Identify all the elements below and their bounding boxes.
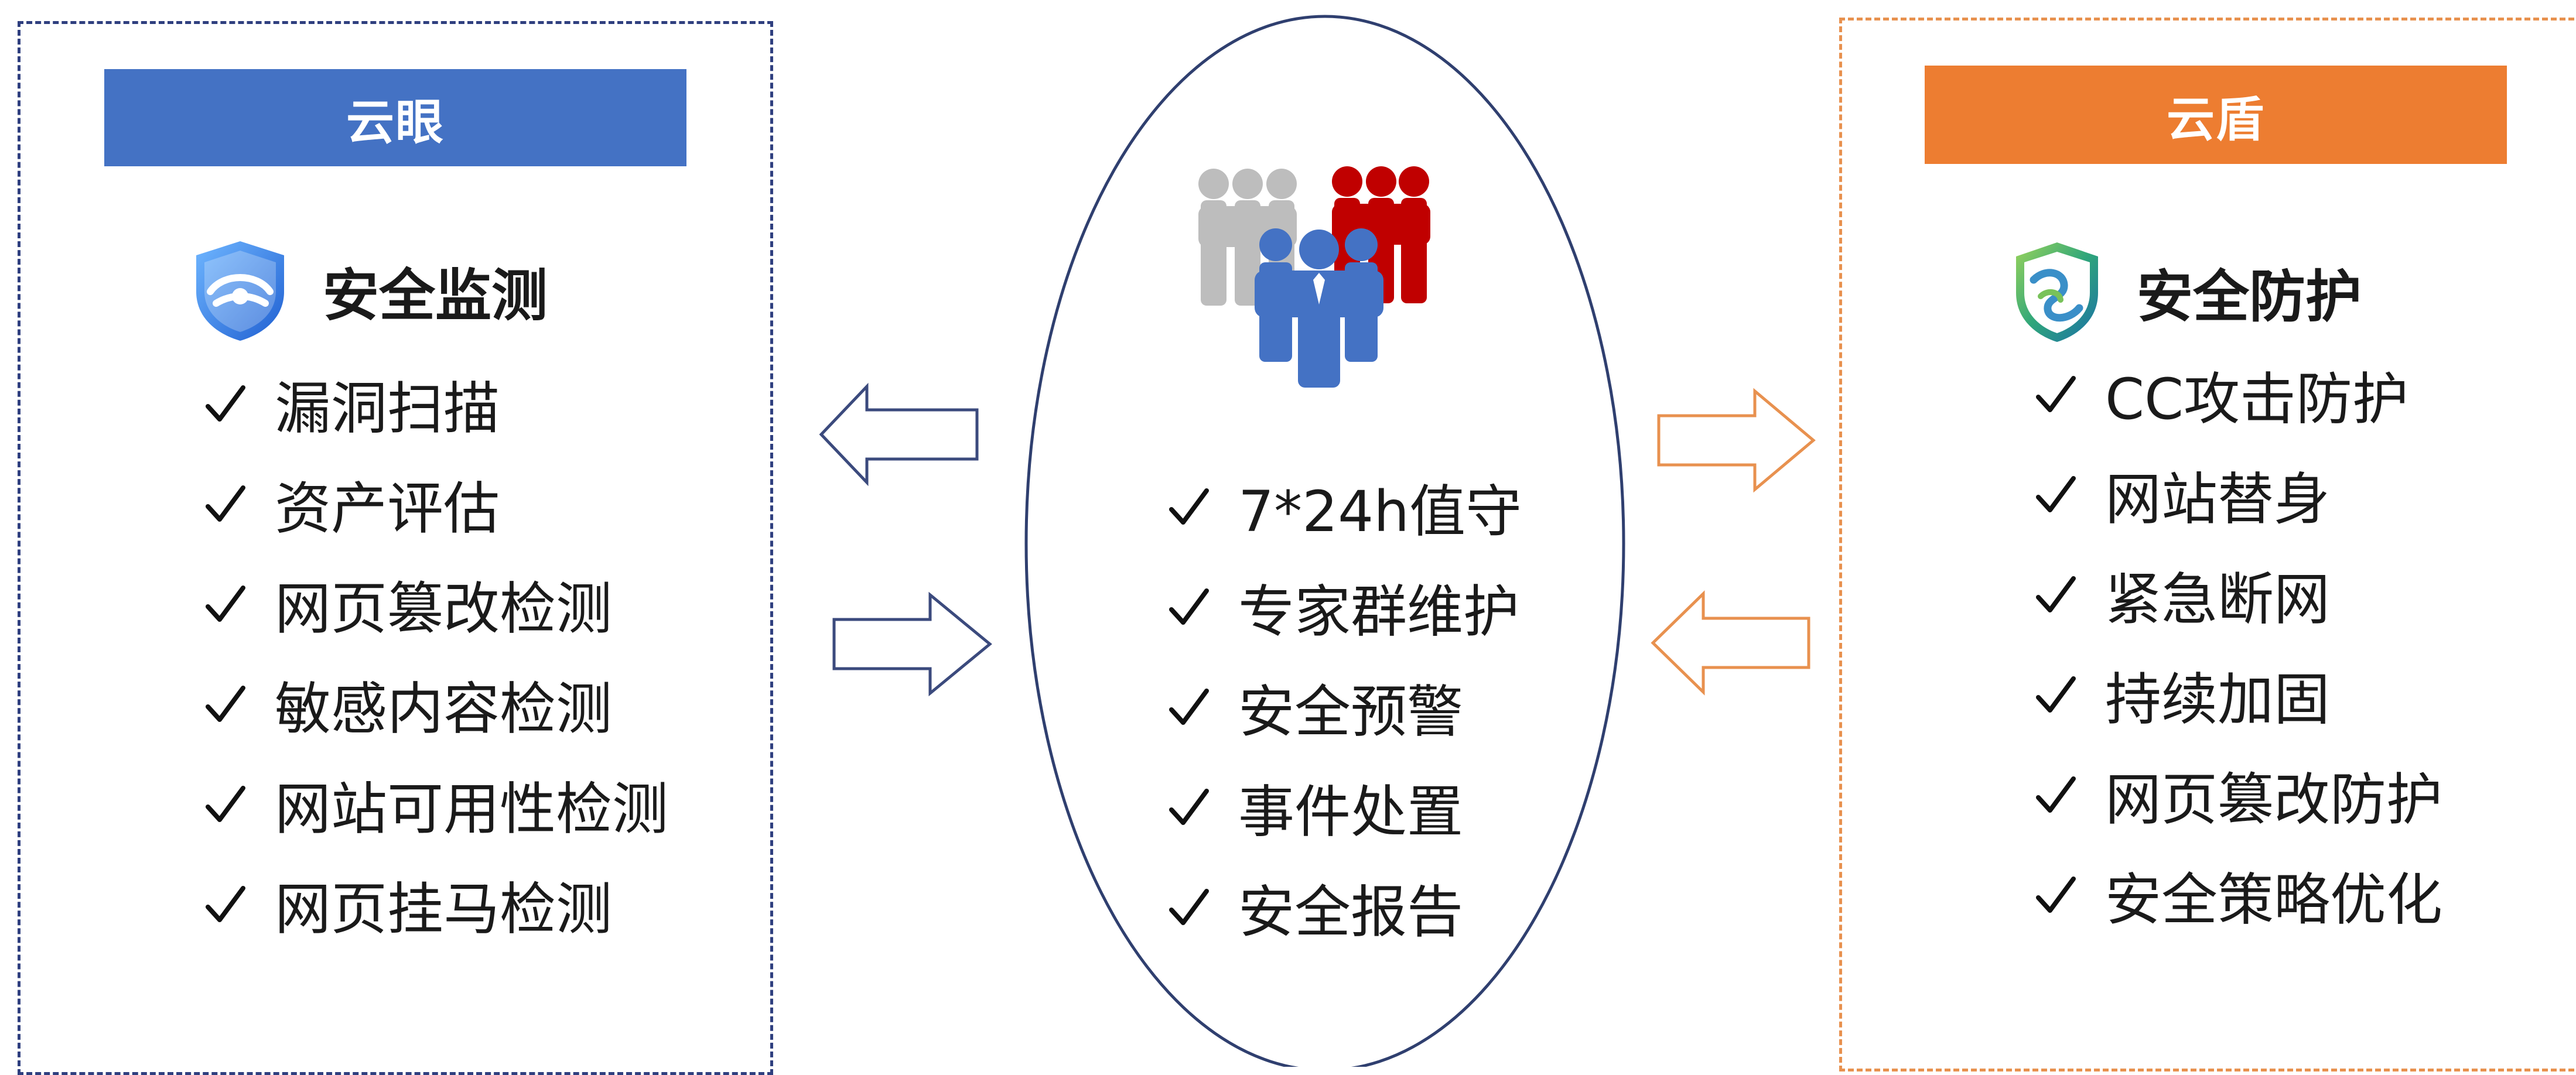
checkmark-icon <box>2036 475 2076 512</box>
list-item: 持续加固 <box>2032 645 2442 745</box>
list-item: CC攻击防护 <box>2032 344 2442 444</box>
list-item: 敏感内容检测 <box>202 654 668 754</box>
list-item-label: 安全报告 <box>1238 879 1463 945</box>
left-banner: 云眼 <box>104 69 686 166</box>
list-item: 漏洞扫描 <box>202 354 668 454</box>
list-item-label: 事件处置 <box>1238 779 1463 845</box>
list-item-label: 敏感内容检测 <box>275 676 612 742</box>
team-people-icon <box>1198 166 1430 388</box>
left-section-header: 安全监测 <box>190 238 548 343</box>
list-item-label: 网页篡改检测 <box>275 576 612 642</box>
checkmark-icon <box>1169 588 1209 625</box>
checkmark-icon <box>206 785 245 822</box>
left-section-title: 安全监测 <box>323 262 548 328</box>
checkmark-icon <box>2036 676 2076 713</box>
list-item: 安全报告 <box>1166 857 1522 957</box>
list-item-label: 网站替身 <box>2105 467 2330 532</box>
checkmark-icon <box>2036 375 2076 412</box>
left-feature-list: 漏洞扫描 资产评估 网页篡改检测 敏感内容检测 网站可用性检测 网页挂马检测 <box>202 354 668 954</box>
checkmark-icon <box>206 685 245 722</box>
shield-eye-icon <box>196 241 284 341</box>
list-item-label: 网页篡改防护 <box>2105 767 2442 833</box>
checkmark-icon <box>2036 776 2076 813</box>
checkmark-icon <box>1169 688 1209 725</box>
list-item: 网页篡改检测 <box>202 554 668 654</box>
list-item-label: 漏洞扫描 <box>275 376 500 441</box>
arrow-right-bottom-left <box>832 591 992 697</box>
list-item: 7*24h值守 <box>1166 457 1522 557</box>
checkmark-icon <box>1169 788 1209 825</box>
center-service-list: 7*24h值守 专家群维护 安全预警 事件处置 安全报告 <box>1166 457 1522 957</box>
list-item: 安全策略优化 <box>2032 845 2442 945</box>
list-item-label: 紧急断网 <box>2105 567 2330 632</box>
list-item-label: 专家群维护 <box>1238 579 1519 645</box>
list-item: 网站可用性检测 <box>202 754 668 854</box>
arrow-left-top <box>819 382 979 487</box>
checkmark-icon <box>1169 888 1209 925</box>
left-banner-label: 云眼 <box>346 94 445 150</box>
list-item-label: 7*24h值守 <box>1238 479 1522 545</box>
checkmark-icon <box>206 485 245 522</box>
list-item-label: 网站可用性检测 <box>275 776 668 842</box>
list-item-label: 网页挂马检测 <box>275 877 612 942</box>
list-item: 网页挂马检测 <box>202 854 668 954</box>
right-banner: 云盾 <box>1925 66 2507 164</box>
checkmark-icon <box>2036 576 2076 612</box>
list-item: 网页篡改防护 <box>2032 745 2442 845</box>
list-item: 安全预警 <box>1166 657 1522 757</box>
right-banner-label: 云盾 <box>2166 91 2265 148</box>
right-section-header: 安全防护 <box>2010 239 2362 344</box>
arrow-right-top <box>1657 388 1816 493</box>
list-item-label: 安全策略优化 <box>2105 867 2442 933</box>
list-item-label: 安全预警 <box>1238 679 1463 745</box>
checkmark-icon <box>2036 876 2076 913</box>
list-item: 事件处置 <box>1166 757 1522 857</box>
list-item: 资产评估 <box>202 454 668 554</box>
center-ellipse <box>1024 15 1625 1067</box>
list-item-label: 资产评估 <box>275 476 500 542</box>
checkmark-icon <box>206 385 245 422</box>
right-section-title: 安全防护 <box>2137 263 2362 330</box>
right-feature-list: CC攻击防护 网站替身 紧急断网 持续加固 网页篡改防护 安全策略优化 <box>2032 344 2442 945</box>
list-item-label: CC攻击防护 <box>2105 367 2409 432</box>
checkmark-icon <box>206 585 245 622</box>
list-item: 专家群维护 <box>1166 557 1522 657</box>
checkmark-icon <box>206 885 245 922</box>
list-item: 网站替身 <box>2032 444 2442 545</box>
list-item-label: 持续加固 <box>2105 667 2330 732</box>
shield-wave-icon <box>2016 242 2098 342</box>
list-item: 紧急断网 <box>2032 545 2442 645</box>
checkmark-icon <box>1169 488 1209 525</box>
arrow-left-bottom-right <box>1651 590 1810 696</box>
